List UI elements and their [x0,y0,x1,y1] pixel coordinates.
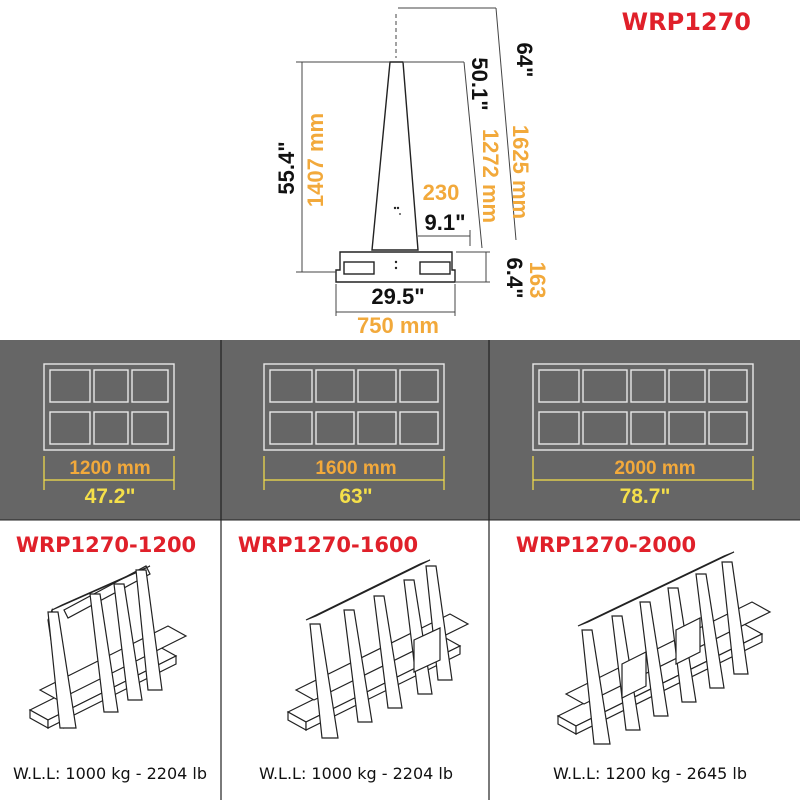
wll-1600: W.L.L: 1000 kg - 2204 lb [259,764,453,783]
slot-width-dimension [418,230,471,246]
top-view-1200 [43,363,175,451]
length-in-1600: 63" [339,485,372,508]
model-name-1600: WRP1270-1600 [238,533,418,557]
base-width-inches: 29.5" [371,284,424,309]
frame-height-dimension [296,61,390,273]
upright-height-dimension [404,61,483,249]
wll-1200: W.L.L: 1000 kg - 2204 lb [13,764,207,783]
model-name-2000: WRP1270-2000 [516,533,696,557]
top-view-1600 [263,363,445,451]
header-model-code: WRP1270 [622,8,751,36]
base-height-dimension [456,251,490,283]
frame-height-inches: 55.4" [274,141,299,194]
rack-illustration-1200 [28,565,188,730]
slot-width-inches: 9.1" [424,210,465,235]
length-in-2000: 78.7" [620,485,671,508]
rack-illustration-1600 [286,559,470,739]
slot-width-mm: 230 [423,180,460,205]
length-mm-2000: 2000 mm [614,458,695,479]
length-mm-1200: 1200 mm [69,458,150,479]
base-width-dimension [335,284,456,316]
length-dimension-lines [43,456,754,490]
center-marks [393,206,401,270]
top-view-2000 [532,363,754,451]
wll-2000: W.L.L: 1200 kg - 2645 lb [553,764,747,783]
base-width-mm: 750 mm [357,313,439,338]
rack-illustration-2000 [556,551,772,745]
model-name-1200: WRP1270-1200 [16,533,196,557]
total-height-dimension [398,7,517,241]
base-height-mm: 163 [525,262,550,299]
total-height-mm: 1625 mm [508,125,533,219]
total-height-inches: 64" [512,43,537,78]
upright-profile [371,61,419,251]
base-pad-right [419,261,451,275]
frame-height-mm: 1407 mm [303,113,328,207]
base-pad-left [343,261,375,275]
side-view-drawing: WRP1270 55.4" 1407 mm 64" 1 [274,7,751,338]
base-height-inches: 6.4" [502,257,527,298]
a-frame-profile [335,61,456,283]
length-mm-1600: 1600 mm [315,458,396,479]
upright-height-mm: 1272 mm [478,129,503,223]
upright-height-inches: 50.1" [467,57,492,110]
length-in-1200: 47.2" [85,485,136,508]
